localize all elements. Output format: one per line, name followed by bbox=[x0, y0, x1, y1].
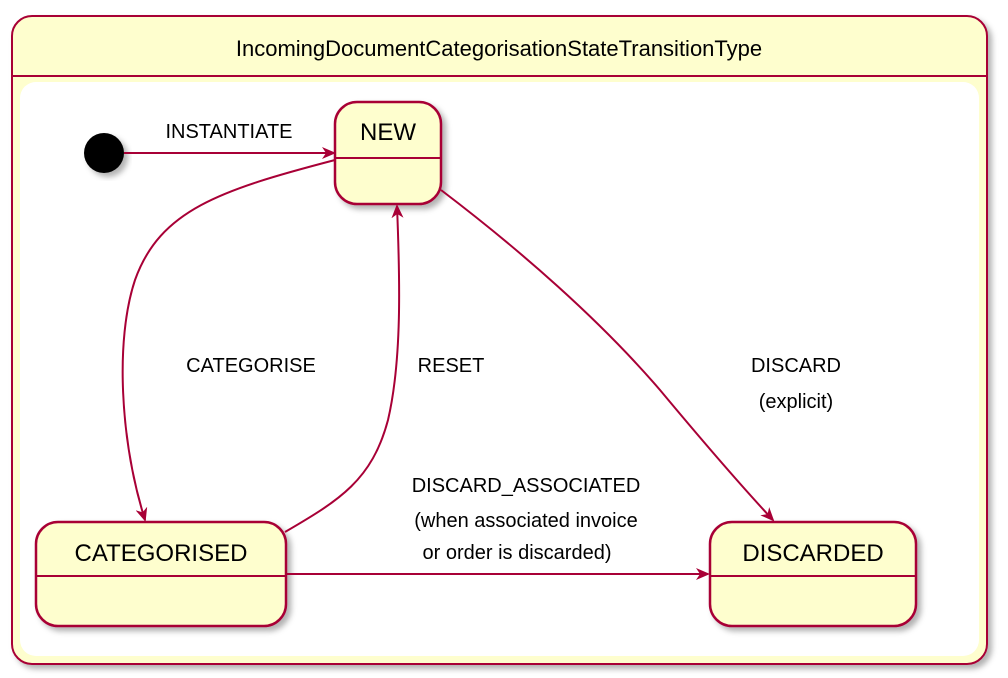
transition-instantiate: INSTANTIATE bbox=[124, 121, 336, 159]
state-new-label: NEW bbox=[360, 119, 416, 146]
state-new: NEW bbox=[333, 100, 443, 206]
transition-discard-associated-label-line3: or order is discarded) bbox=[423, 542, 612, 564]
transition-discard-label-line2: (explicit) bbox=[759, 391, 833, 413]
transition-discard-associated: DISCARD_ASSOCIATED (when associated invo… bbox=[286, 475, 710, 580]
transition-discard: DISCARD (explicit) bbox=[440, 189, 841, 522]
transition-instantiate-label: INSTANTIATE bbox=[165, 121, 292, 143]
transition-discard-associated-label-line1: DISCARD_ASSOCIATED bbox=[412, 475, 641, 497]
state-categorised-label: CATEGORISED bbox=[75, 540, 248, 567]
transition-discard-associated-label-line2: (when associated invoice bbox=[414, 510, 637, 532]
state-discarded-label: DISCARDED bbox=[742, 540, 883, 567]
transition-discard-label-line1: DISCARD bbox=[751, 355, 841, 377]
transition-reset-label: RESET bbox=[418, 355, 485, 377]
transition-categorise-label: CATEGORISE bbox=[186, 355, 316, 377]
state-categorised: CATEGORISED bbox=[34, 520, 288, 628]
state-discarded: DISCARDED bbox=[708, 520, 918, 628]
initial-state-node bbox=[84, 133, 124, 173]
composite-state-container: IncomingDocumentCategorisationStateTrans… bbox=[11, 15, 988, 665]
diagram-title: IncomingDocumentCategorisationStateTrans… bbox=[236, 36, 762, 61]
transition-categorise: CATEGORISE bbox=[121, 159, 336, 522]
transition-reset: RESET bbox=[284, 204, 485, 533]
